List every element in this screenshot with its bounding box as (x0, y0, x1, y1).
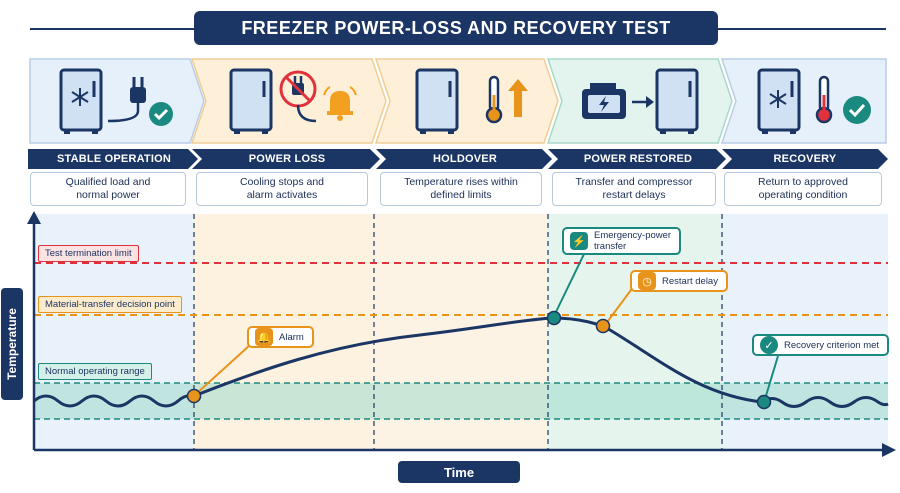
thermometer-icon (815, 75, 833, 124)
alarm-bell-icon (323, 86, 357, 121)
transfer-point (546, 310, 562, 326)
lightning-icon: ⚡ (570, 232, 588, 250)
plug-cord-icon (296, 105, 317, 123)
title-rule-right (718, 28, 886, 30)
snowflake-icon (769, 90, 787, 108)
stage-panel-power-loss (190, 57, 388, 145)
recovery-point (756, 394, 772, 410)
snowflake-icon (71, 88, 89, 106)
title-rule-left (30, 28, 194, 30)
decision-point-label: Material-transfer decision point (38, 296, 182, 313)
x-axis-label: Time (398, 461, 520, 483)
normal-range-label: Normal operating range (38, 363, 152, 380)
alarm-callout: 🔔 Alarm (247, 326, 314, 348)
restart-point (595, 318, 611, 334)
clock-icon: ◷ (638, 272, 656, 290)
stage-header-stable: STABLE OPERATION (28, 149, 200, 169)
arrow-right-icon (632, 96, 654, 108)
termination-limit-label: Test termination limit (38, 245, 139, 262)
stage-header-holdover: HOLDOVER (376, 149, 554, 169)
stage-header-power-restored: POWER RESTORED (548, 149, 728, 169)
x-axis-arrow (882, 443, 896, 457)
recovery-callout-leader (764, 355, 779, 400)
stage-panel-stable (28, 57, 206, 145)
restart-callout: ◷ Restart delay (630, 270, 728, 292)
check-circle-icon: ✓ (760, 336, 778, 354)
alarm-callout-leader (195, 344, 251, 395)
y-axis-label: Temperature (1, 288, 23, 400)
thermometer-icon (485, 75, 503, 124)
stage-panel-holdover (374, 57, 560, 145)
transfer-callout-leader (553, 251, 586, 317)
recovery-callout: ✓ Recovery criterion met (752, 334, 890, 356)
alarm-point (186, 388, 202, 404)
temperature-curve (33, 316, 889, 408)
freezer-icon (415, 68, 459, 134)
freezer-icon (229, 68, 273, 134)
generator-icon (582, 83, 626, 119)
plug-icon (108, 77, 146, 123)
stage-header-recovery: RECOVERY (722, 149, 888, 169)
bell-icon: 🔔 (255, 328, 273, 346)
checkmark-icon (843, 96, 871, 124)
stage-panel-power-restored (546, 57, 734, 145)
restart-callout-leader (604, 285, 635, 326)
freezer-icon (655, 68, 699, 134)
stage-panel-recovery (720, 57, 888, 145)
checkmark-icon (149, 102, 173, 126)
stage-header-power-loss: POWER LOSS (192, 149, 382, 169)
arrow-up-icon (508, 79, 528, 117)
page-title: FREEZER POWER-LOSS AND RECOVERY TEST (194, 11, 718, 45)
y-axis-arrow (27, 211, 41, 224)
